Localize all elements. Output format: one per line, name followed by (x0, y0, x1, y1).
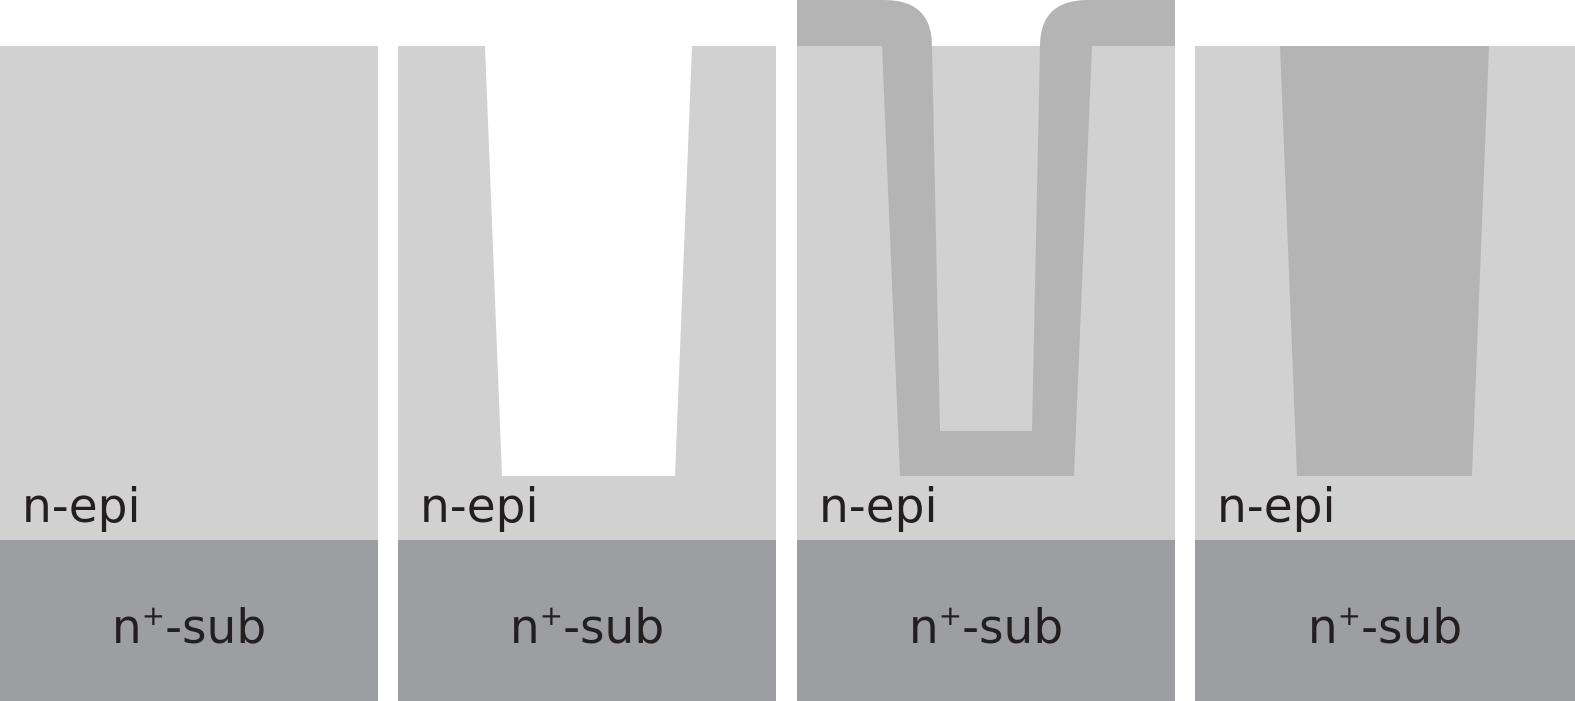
substrate-label: n+-sub (112, 599, 266, 655)
substrate-label: n+-sub (1308, 599, 1462, 655)
epi-label: n-epi (819, 479, 938, 534)
panel-4: n-epi n+-sub (1195, 46, 1575, 701)
epi-layer (0, 46, 378, 540)
conformal-fill-layer (797, 0, 1175, 476)
panel-2: n-epi n+-sub (398, 46, 776, 701)
substrate-layer (1195, 540, 1575, 701)
panel-3: n-epi n+-sub (797, 0, 1175, 701)
substrate-label: n+-sub (510, 599, 664, 655)
substrate-layer (0, 540, 378, 701)
trench-fill (1280, 46, 1489, 476)
trench-opening (485, 46, 692, 476)
epi-label: n-epi (420, 479, 539, 534)
epi-label: n-epi (1217, 479, 1336, 534)
substrate-label: n+-sub (909, 599, 1063, 655)
substrate-layer (797, 540, 1175, 701)
substrate-layer (398, 540, 776, 701)
panel-1: n-epi n+-sub (0, 46, 378, 701)
epi-label: n-epi (22, 479, 141, 534)
